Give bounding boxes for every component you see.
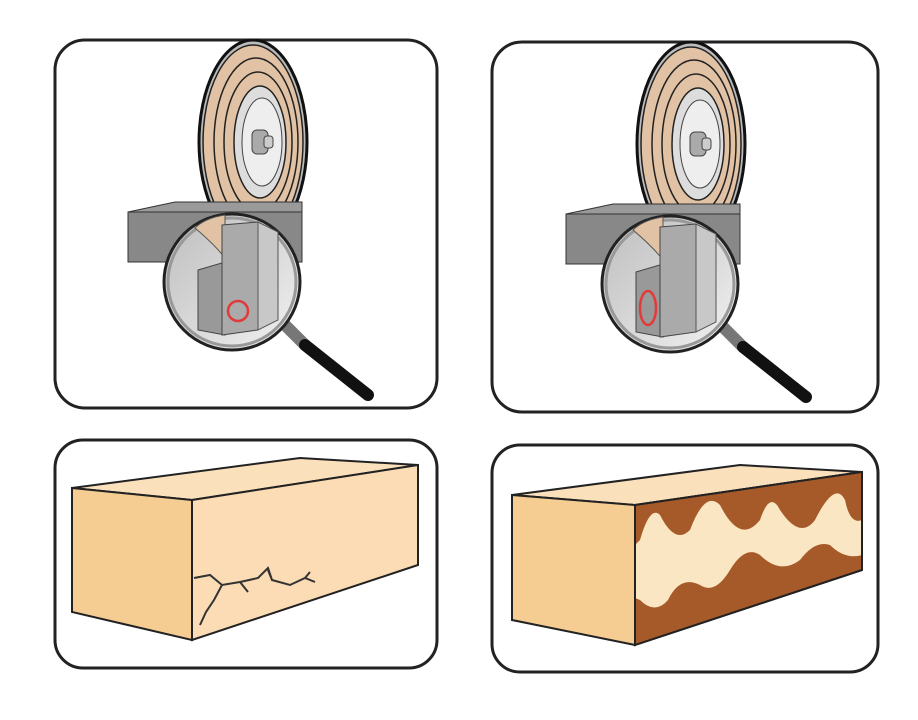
panel-cracked-block (53, 438, 439, 670)
oval-mark-icon (638, 289, 658, 327)
round-mark-icon (226, 299, 250, 323)
crack-icon (193, 566, 316, 626)
panel-grinder-round-mark (53, 40, 439, 410)
burn-bottom-icon (635, 544, 862, 645)
panel-grinder-oval-mark (490, 42, 880, 414)
panel-burned-block (490, 443, 880, 674)
burn-top-icon (635, 472, 862, 545)
